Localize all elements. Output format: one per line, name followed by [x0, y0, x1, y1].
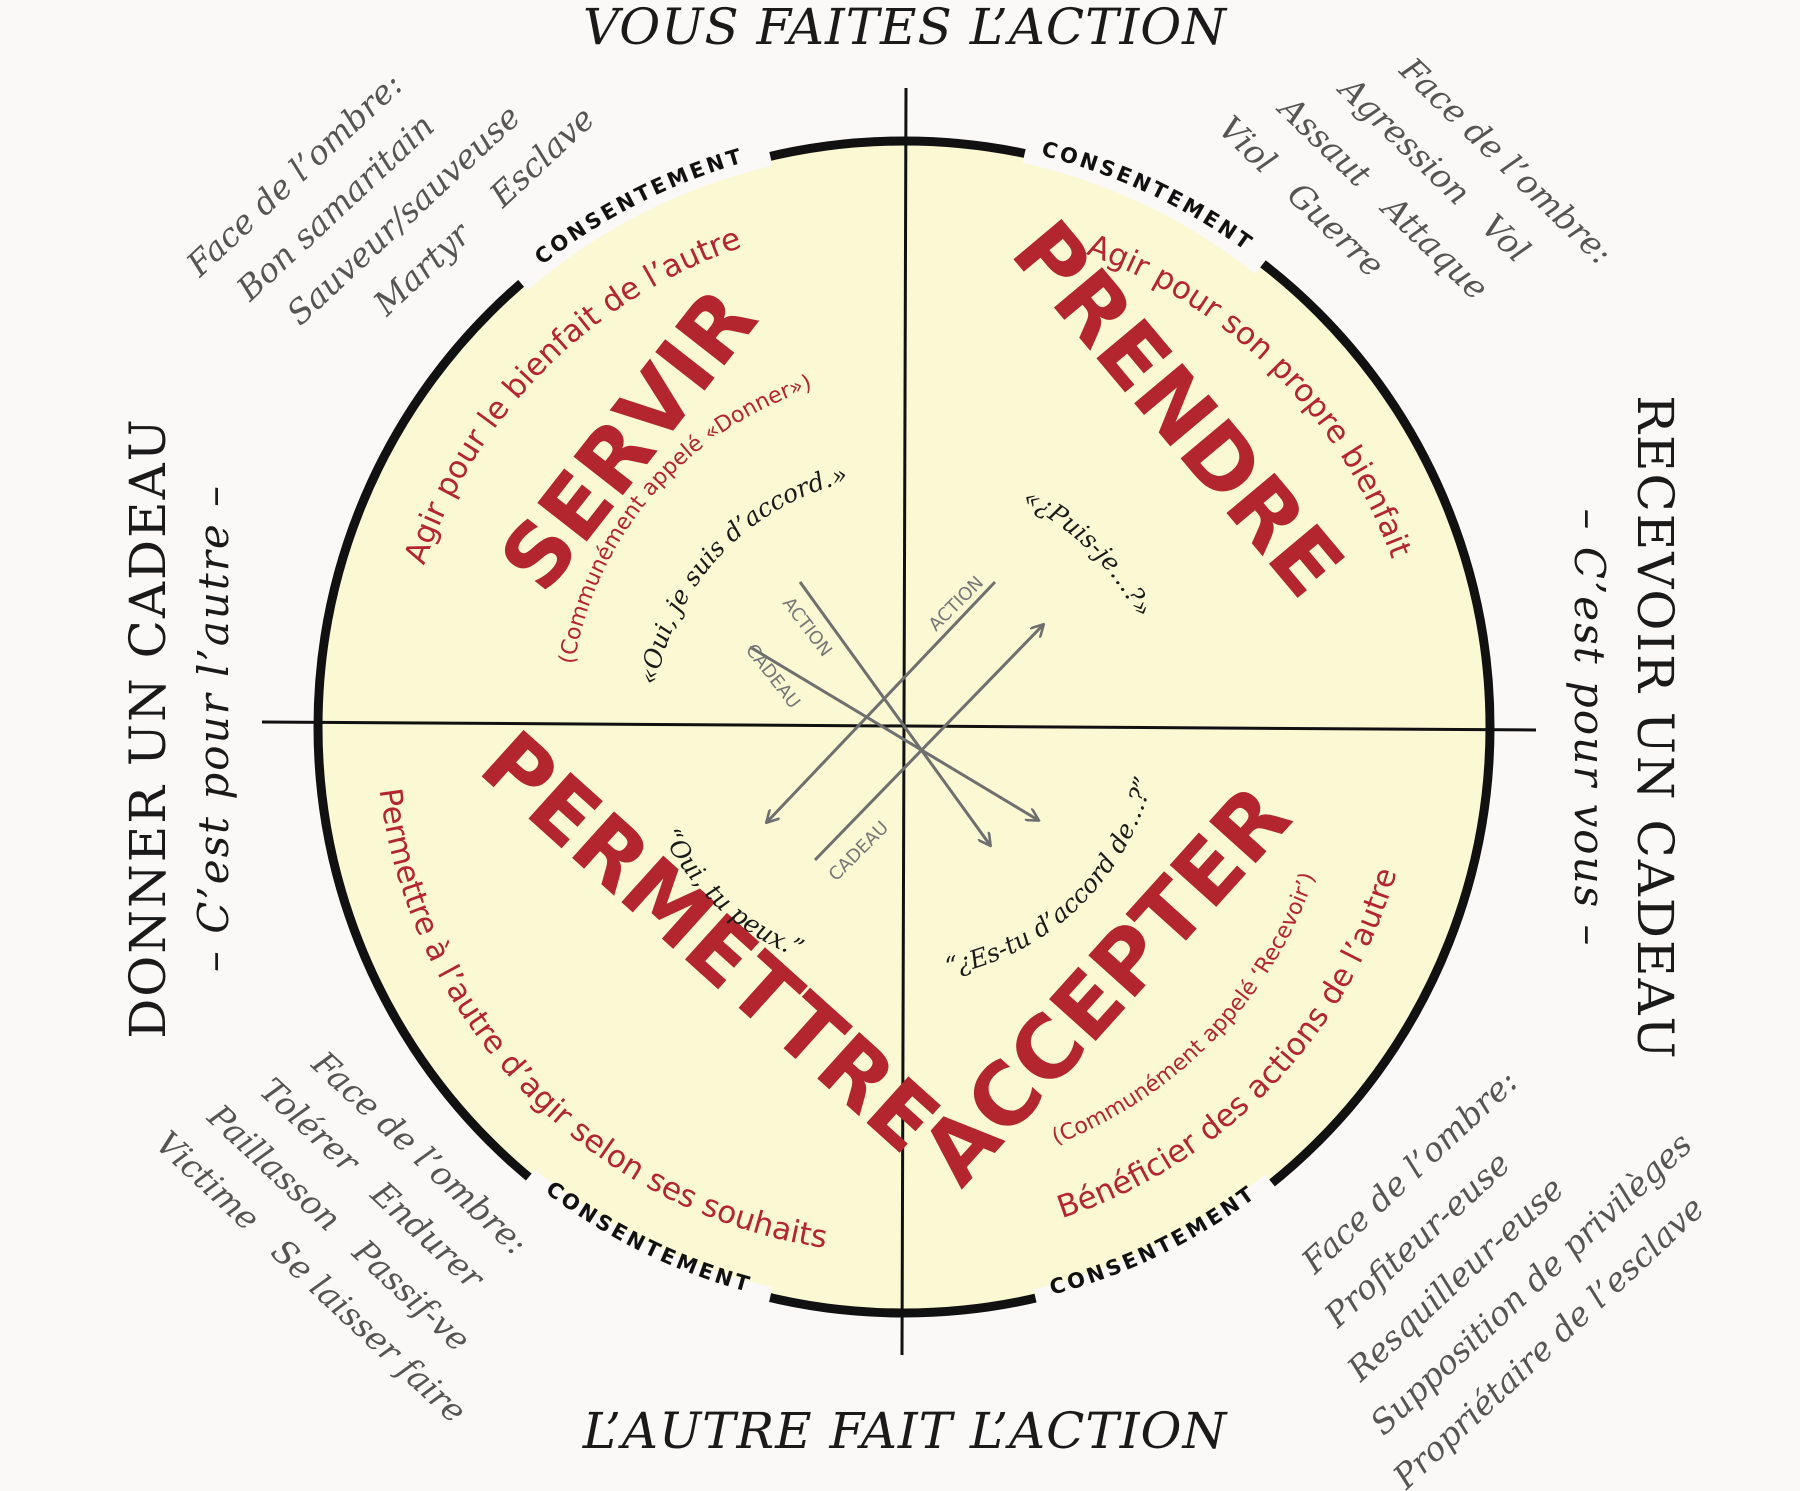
top-title: VOUS FAITES L’ACTION — [583, 0, 1228, 56]
bottom-title: L’AUTRE FAIT L’ACTION — [582, 1402, 1229, 1460]
arrow-action-left — [798, 581, 990, 845]
left-title: DONNER UN CADEAU — [119, 417, 177, 1039]
gap-br — [1033, 1174, 1279, 1311]
gap-bl — [520, 1169, 773, 1309]
right-subtitle: – C’est pour vous – — [1565, 508, 1614, 947]
gap-tl — [512, 144, 773, 291]
vertical-axis — [900, 87, 908, 1356]
arrow-cadeau-right — [813, 625, 1043, 862]
gap-tr — [1022, 141, 1269, 274]
arrow-action-right — [767, 580, 997, 822]
left-subtitle: – C’est pour l’autre – — [189, 484, 238, 972]
horizontal-axis — [261, 720, 1537, 732]
right-title: RECEVOIR UN CADEAU — [1626, 395, 1684, 1060]
arrow-cadeau-left — [749, 645, 1038, 820]
